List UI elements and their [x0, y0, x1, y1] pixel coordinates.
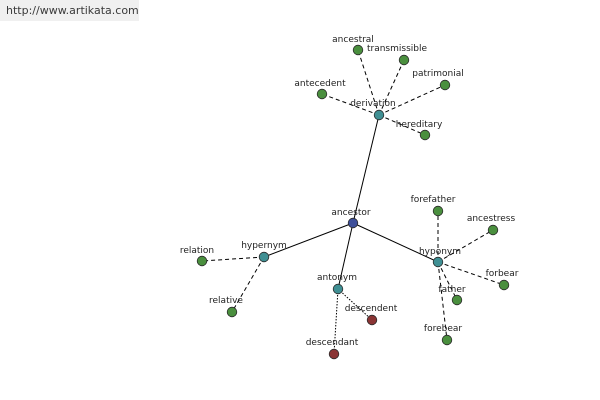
node-label-father[interactable]: father	[438, 285, 465, 295]
node-ancestral[interactable]: ancestral	[332, 35, 374, 56]
node-label-ancestral[interactable]: ancestral	[332, 35, 374, 45]
node-forefather[interactable]: forefather	[411, 195, 456, 217]
node-descendant[interactable]: descendant	[306, 338, 359, 360]
node-dot-derivation[interactable]	[373, 109, 385, 121]
node-dot-relation[interactable]	[196, 255, 208, 267]
node-dot-forbear[interactable]	[498, 279, 510, 291]
node-forebear[interactable]: forebear	[424, 324, 462, 346]
edge-derivation-transmissible	[378, 59, 405, 116]
site-watermark[interactable]: http://www.artikata.com	[0, 0, 139, 21]
node-hereditary[interactable]: hereditary	[396, 120, 443, 141]
node-dot-hyponym[interactable]	[432, 256, 444, 268]
node-descendent[interactable]: descendent	[345, 304, 398, 326]
node-label-transmissible[interactable]: transmissible	[367, 44, 427, 54]
edge-hyponym-father	[437, 261, 458, 301]
node-label-relation[interactable]: relation	[180, 246, 214, 256]
node-dot-transmissible[interactable]	[398, 54, 410, 66]
node-hypernym[interactable]: hypernym	[241, 241, 287, 263]
edge-derivation-ancestral	[357, 49, 380, 116]
node-relative[interactable]: relative	[209, 296, 243, 318]
node-dot-patrimonial[interactable]	[439, 79, 451, 91]
node-label-ancestor[interactable]: ancestor	[331, 208, 370, 218]
node-dot-hereditary[interactable]	[419, 129, 431, 141]
edge-hypernym-relation	[201, 256, 265, 262]
node-patrimonial[interactable]: patrimonial	[412, 69, 464, 91]
node-label-hypernym[interactable]: hypernym	[241, 241, 287, 251]
edge-antonym-descendant	[333, 288, 339, 355]
node-dot-ancestor[interactable]	[347, 217, 359, 229]
node-label-antonym[interactable]: antonym	[317, 273, 357, 283]
edge-derivation-patrimonial	[378, 84, 446, 116]
node-dot-relative[interactable]	[226, 306, 238, 318]
node-dot-antecedent[interactable]	[316, 88, 328, 100]
node-forbear[interactable]: forbear	[486, 269, 519, 291]
node-ancestress[interactable]: ancestress	[467, 214, 516, 236]
node-hyponym[interactable]: hyponym	[419, 247, 461, 268]
node-ancestor[interactable]: ancestor	[331, 208, 371, 229]
edges-layer	[201, 49, 505, 355]
node-label-antecedent[interactable]: antecedent	[294, 79, 346, 89]
node-antecedent[interactable]: antecedent	[294, 79, 346, 100]
node-dot-forefather[interactable]	[432, 205, 444, 217]
edge-hyponym-forbear	[437, 261, 505, 286]
node-dot-antonym[interactable]	[332, 283, 344, 295]
node-dot-descendent[interactable]	[366, 314, 378, 326]
node-label-forbear[interactable]: forbear	[486, 269, 519, 279]
node-derivation[interactable]: derivation	[350, 99, 396, 121]
edge-hypernym-relative	[231, 256, 265, 313]
edge-ancestor-antonym	[337, 222, 354, 290]
node-label-ancestress[interactable]: ancestress	[467, 214, 516, 224]
edge-hyponym-ancestress	[437, 229, 494, 263]
node-label-hyponym[interactable]: hyponym	[419, 247, 461, 257]
edge-hyponym-forebear	[437, 261, 448, 341]
node-transmissible[interactable]: transmissible	[367, 44, 427, 66]
nodes-layer: ancestor derivation hypernym hyponym antonym…	[180, 35, 519, 360]
node-father[interactable]: father	[438, 285, 466, 306]
node-dot-descendant[interactable]	[328, 348, 340, 360]
node-label-forefather[interactable]: forefather	[411, 195, 456, 205]
node-dot-ancestress[interactable]	[487, 224, 499, 236]
node-label-relative[interactable]: relative	[209, 296, 243, 306]
node-label-forebear[interactable]: forebear	[424, 324, 462, 334]
node-relation[interactable]: relation	[180, 246, 214, 267]
node-dot-father[interactable]	[451, 294, 463, 306]
edge-derivation-antecedent	[321, 93, 380, 116]
edge-ancestor-hyponym	[352, 222, 439, 263]
node-dot-hypernym[interactable]	[258, 251, 270, 263]
node-label-descendant[interactable]: descendant	[306, 338, 359, 348]
node-dot-forebear[interactable]	[441, 334, 453, 346]
edge-ancestor-hypernym	[263, 222, 354, 258]
node-dot-ancestral[interactable]	[352, 44, 364, 56]
edge-derivation-hereditary	[378, 114, 426, 136]
node-label-patrimonial[interactable]: patrimonial	[412, 69, 463, 79]
node-label-hereditary[interactable]: hereditary	[396, 120, 443, 130]
node-antonym[interactable]: antonym	[317, 273, 357, 295]
node-label-derivation[interactable]: derivation	[350, 99, 396, 109]
node-label-descendent[interactable]: descendent	[345, 304, 398, 314]
edge-ancestor-derivation	[352, 114, 380, 224]
